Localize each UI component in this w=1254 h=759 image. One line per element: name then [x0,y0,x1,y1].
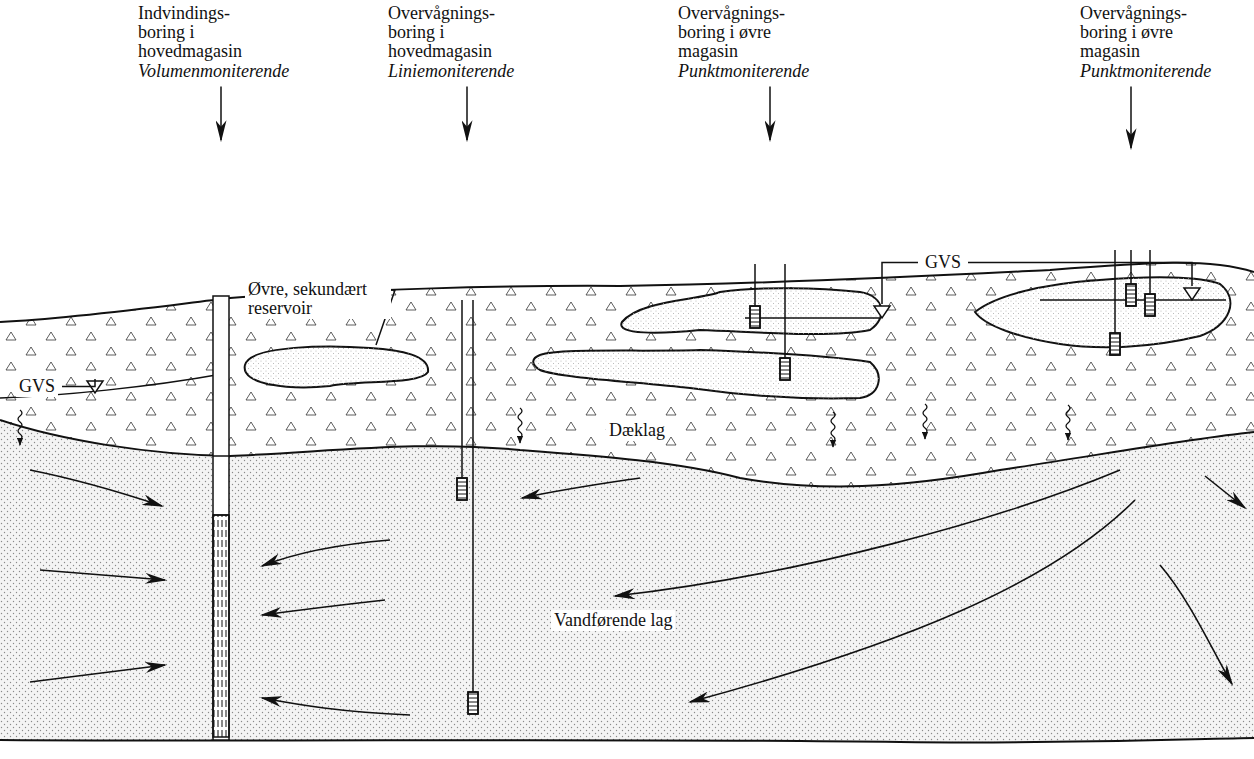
well-heading: Overvågnings- boring i hovedmagasin [388,4,513,61]
reservoir-label: Øvre, sekundært reservoir [245,279,391,319]
layer-boundary [0,420,1254,486]
well-pipe [472,300,474,692]
lens-fill [533,350,878,398]
lens [533,350,878,398]
pointer-arrow [1130,87,1132,148]
well-screen [750,306,760,328]
infiltration-arrow [518,408,522,443]
water-table-label: GVS [922,252,964,273]
flow-arrow [30,470,162,506]
flow-arrow [30,665,165,682]
infiltration-arrow [831,412,835,447]
flow-arrow [1160,565,1232,684]
well-casing [213,296,229,740]
well-screen [780,358,790,380]
well-heading: Overvågnings- boring i øvre magasin [678,4,793,61]
lens-fill [975,277,1230,347]
flow-arrow [522,478,640,498]
well-screen [1126,284,1136,306]
extraction-well [213,296,229,740]
water-table [745,317,879,319]
cover-layer-texture [0,263,1254,759]
leader-line [882,262,918,304]
layer-label: Vandførende lag [551,610,675,631]
lens [245,347,428,388]
well-screen [468,692,478,714]
lenses [245,277,1231,398]
infiltration-arrow [18,410,22,445]
below-ground [0,738,1254,759]
pointer-arrow [220,87,222,140]
leader-line [968,262,1192,286]
flow-arrow [262,600,385,615]
infiltration-arrows [18,404,1070,447]
flow-arrow [690,500,1135,702]
well-pipe [784,264,786,358]
well-pipe [1130,250,1132,284]
well-pipe [1149,250,1151,294]
well-seal [213,455,229,457]
flow-arrow [615,470,1120,596]
infiltration-arrow [1066,405,1070,440]
flow-arrow [40,570,165,580]
aquifer [0,420,1254,743]
cover-layer [0,263,1254,759]
infiltration-arrow [923,404,927,439]
lens-texture [245,277,1231,398]
well-screen [213,515,229,737]
well-screen [457,478,467,500]
well-screen [1110,333,1120,355]
lens-fill [245,347,428,388]
aquifer-texture [0,420,1254,743]
well-screen [1145,294,1155,316]
well-pipe [461,300,463,478]
pointer-arrow [769,87,771,140]
leader-lines [62,87,1192,387]
monitoring-type: Liniemoniterende [388,62,514,81]
flow-arrow [262,540,390,566]
well-screen [1126,284,1136,306]
lens [621,288,881,334]
lens [975,277,1230,347]
flow-arrow [1205,476,1245,508]
monitoring-type: Punktmoniterende [678,62,809,81]
well-pipe [754,264,756,306]
well-screen [780,358,790,380]
layer-label: Dæklag [606,420,668,441]
well-screen [1110,333,1120,355]
flow-arrow [262,698,410,715]
water-level-triangle [874,306,890,318]
well-heading: Indvindings- boring i hovedmagasin [138,4,263,61]
well-screen-top [213,514,229,516]
aquifer-base [0,738,1254,743]
water-table-label: GVS [16,376,58,397]
well-screen [457,478,467,500]
well-screen [1145,294,1155,316]
monitoring-type: Punktmoniterende [1080,62,1211,81]
lens-fill [621,288,881,334]
water-level-triangle [1184,288,1200,300]
well-screen [750,306,760,328]
well-screen [468,692,478,714]
well-heading: Overvågnings- boring i øvre magasin [1080,4,1195,61]
water-table [0,374,222,398]
leader-line [62,379,95,386]
monitoring-type: Volumenmoniterende [138,62,289,81]
pointer-arrow [466,87,468,140]
monitoring-wells [457,250,1155,714]
